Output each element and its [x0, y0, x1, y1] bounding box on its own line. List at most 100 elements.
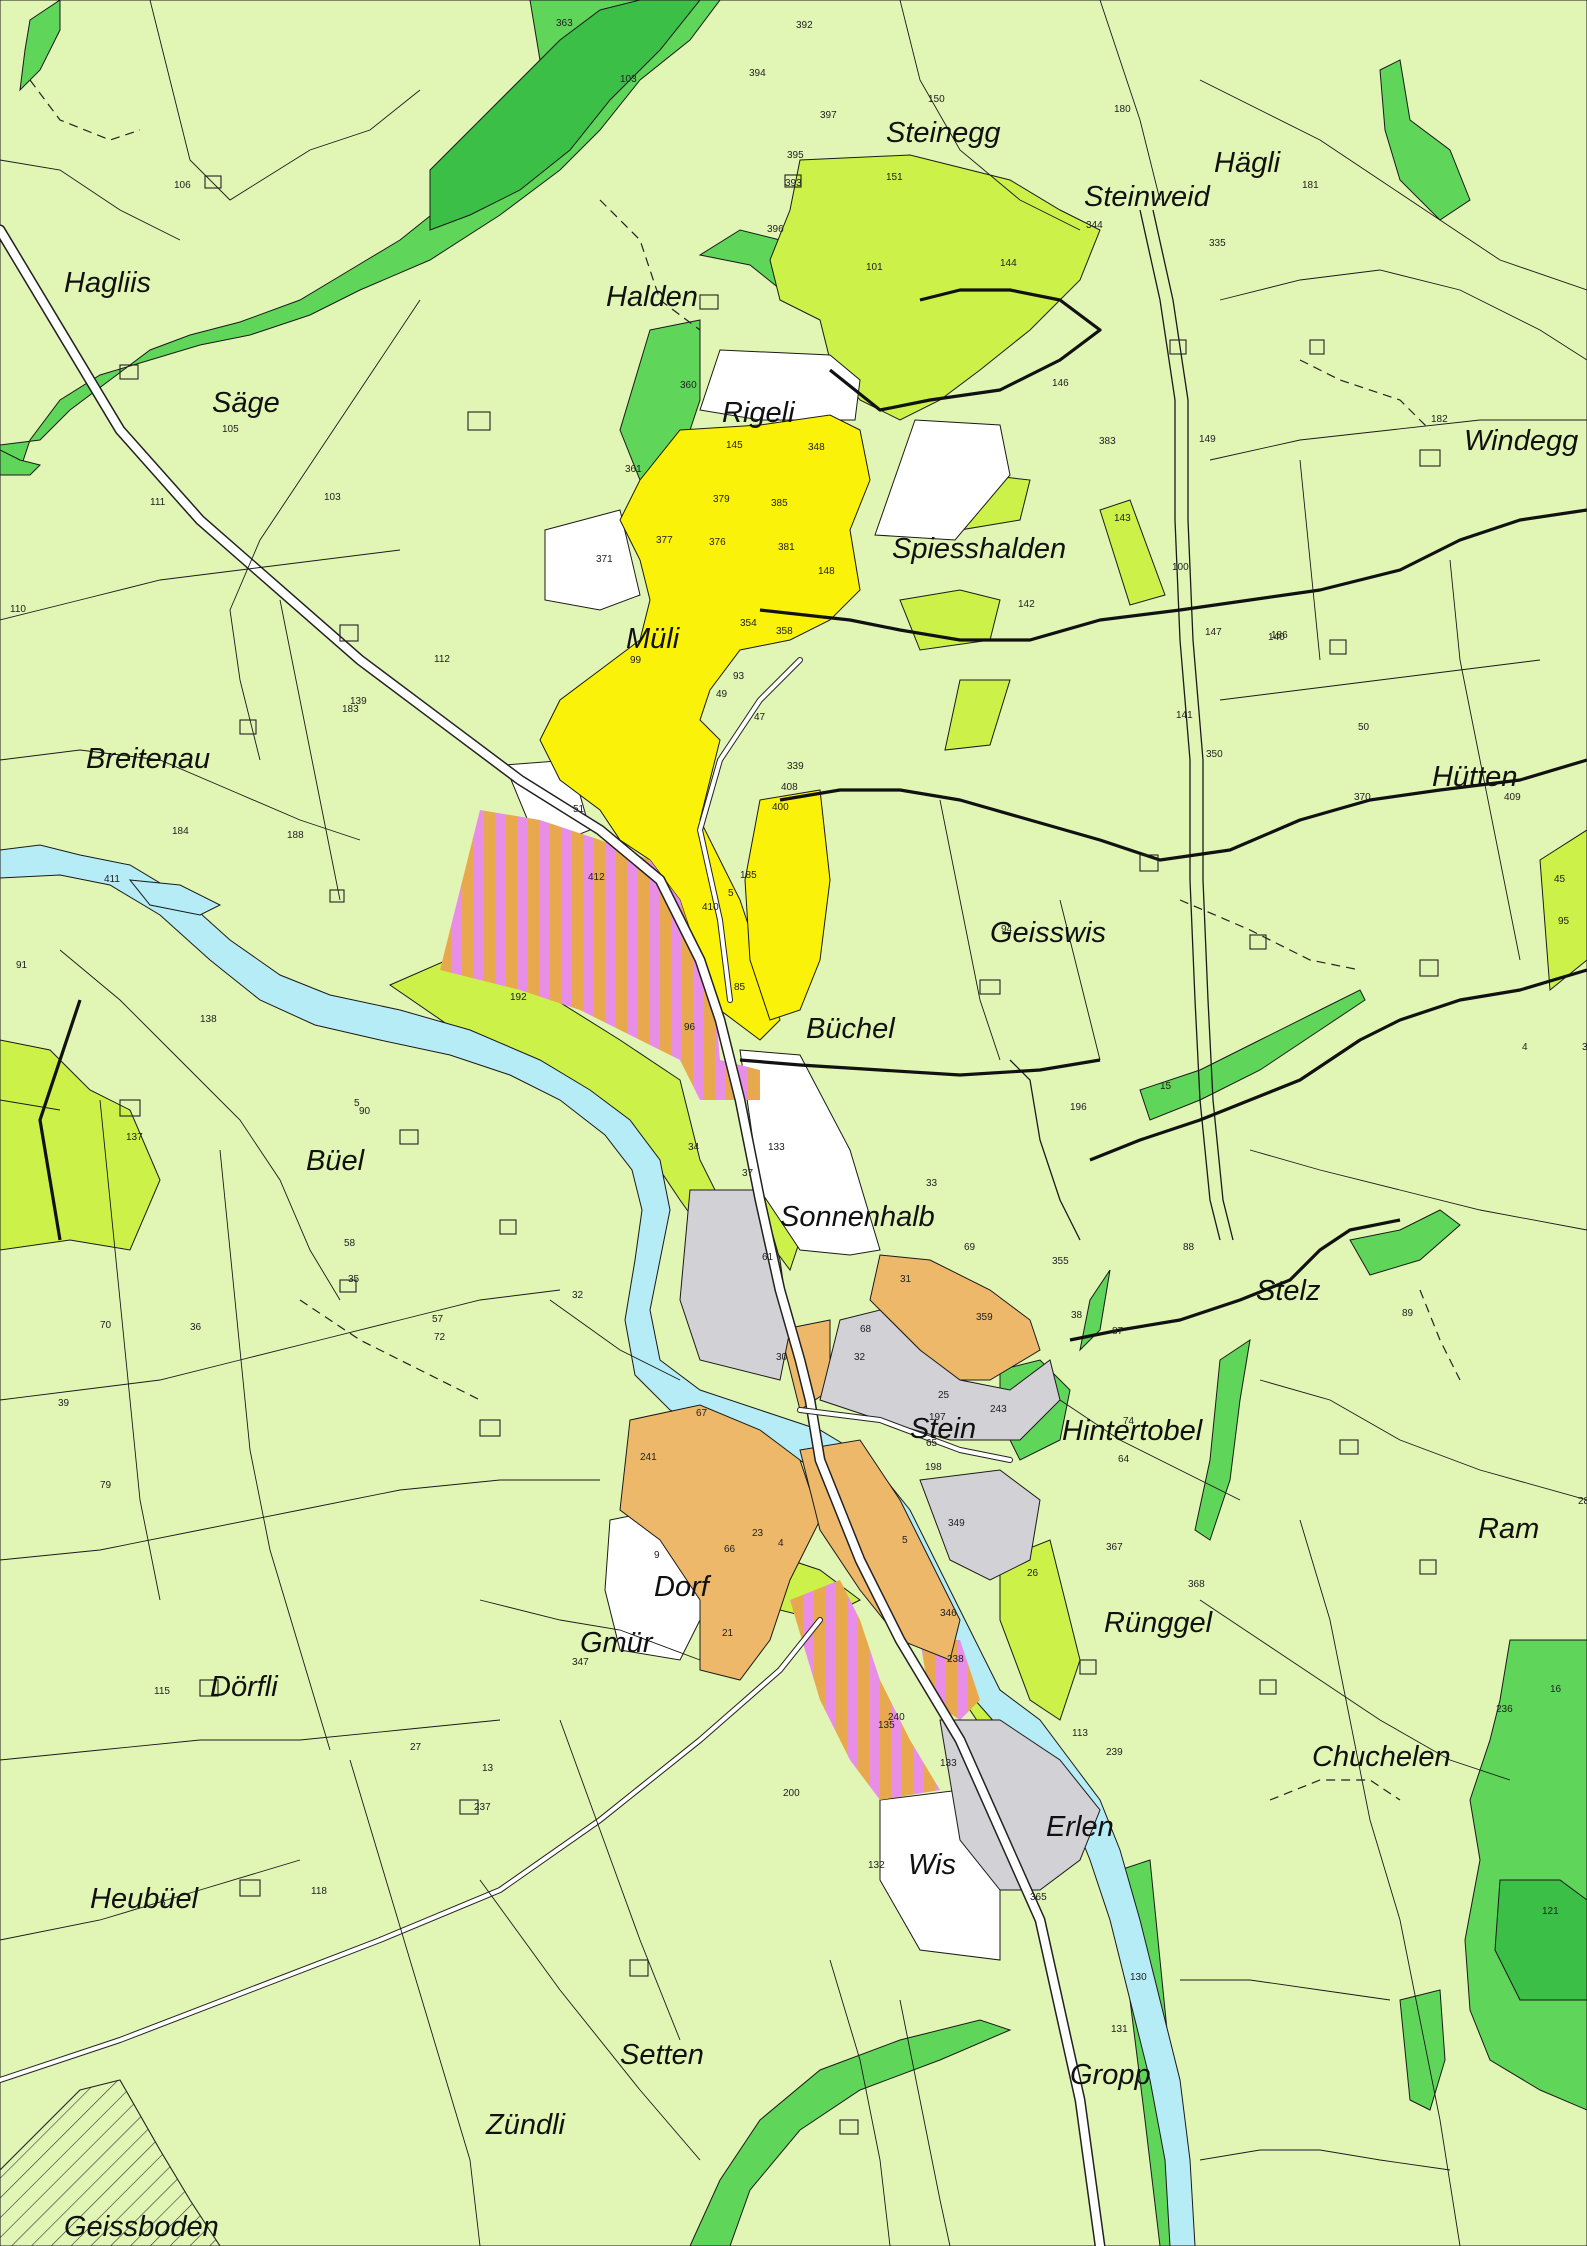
residential-zone: [744, 789, 831, 1021]
parcel-number: 350: [1206, 749, 1223, 760]
place-label: Säge: [212, 387, 280, 419]
parcel-number: 65: [926, 1438, 938, 1449]
parcel-number: 85: [734, 982, 746, 993]
parcel-number: 32: [854, 1352, 866, 1363]
parcel-number: 133: [768, 1142, 785, 1153]
place-labels: Hagliis Säge Halden Steinegg Steinweid H…: [64, 117, 1578, 2243]
river: [0, 844, 1196, 2246]
parcel-number: 363: [556, 18, 573, 29]
parcel-number: 377: [656, 535, 673, 546]
meadow-zone: [999, 1539, 1081, 1721]
parcel-number: 151: [886, 172, 903, 183]
parcel-number: 139: [350, 696, 367, 707]
parcel-number: 5: [354, 1098, 360, 1109]
place-label: Rünggel: [1104, 1607, 1214, 1639]
parcel-number: 32: [572, 1290, 584, 1301]
parcel-number: 370: [1354, 792, 1371, 803]
parcel-number: 9: [654, 1550, 660, 1561]
parcel-number: 100: [1172, 562, 1189, 573]
parcel-number: 79: [100, 1480, 112, 1491]
mixed-zone-north: [440, 810, 760, 1100]
parcel-number: 94: [1001, 924, 1013, 935]
municipal-boundary: [739, 1058, 1101, 1077]
place-label: Heubüel: [90, 1883, 200, 1915]
parcel-number: 243: [990, 1404, 1007, 1415]
forest-zone: [1399, 1989, 1446, 2111]
parcel-number: 192: [510, 992, 527, 1003]
forest-zone: [1494, 1879, 1587, 2001]
parcel-number: 148: [818, 566, 835, 577]
parcel-number: 67: [696, 1408, 708, 1419]
parcel-number: 115: [154, 1686, 170, 1697]
forest-zone: [1139, 989, 1366, 1121]
place-label: Erlen: [1046, 1811, 1114, 1843]
parcel-number: 141: [1176, 710, 1193, 721]
hatched-area: [0, 2079, 221, 2246]
parcel-number: 38: [1071, 1310, 1083, 1321]
place-label: Breitenau: [86, 743, 210, 775]
parcel-number: 360: [680, 380, 697, 391]
place-label: Zündli: [485, 2109, 567, 2141]
parcel-number: 106: [174, 180, 191, 191]
parcel-number: 361: [625, 464, 642, 475]
parcel-number: 359: [976, 1312, 993, 1323]
parcel-number: 49: [716, 689, 728, 700]
parcel-number: 200: [783, 1788, 800, 1799]
public-zone: [939, 1719, 1101, 1891]
place-label: Müli: [626, 623, 681, 655]
parcel-number: 371: [596, 554, 613, 565]
parcel-number: 45: [1554, 874, 1566, 885]
public-zone: [919, 1469, 1041, 1581]
parcel-number: 181: [1302, 180, 1319, 191]
parcel-number: 95: [1558, 916, 1570, 927]
parcel-number: 5: [728, 888, 734, 899]
parcel-number: 13: [482, 1763, 494, 1774]
parcel-number: 4: [778, 1538, 784, 1549]
parcel-number: 409: [1504, 792, 1521, 803]
undeveloped-zone: [739, 1049, 881, 1256]
access-road: [1152, 209, 1234, 1241]
place-label: Dörfli: [210, 1671, 279, 1703]
parcel-number: 93: [733, 671, 745, 682]
meadow-zone: [944, 679, 1011, 751]
place-label: Ram: [1478, 1513, 1539, 1545]
undeveloped-zone: [699, 349, 861, 421]
parcel-number: 142: [1018, 599, 1035, 610]
parcel-number: 5: [902, 1535, 908, 1546]
parcel-number: 74: [1123, 1416, 1135, 1427]
parcel-number: 36: [190, 1322, 202, 1333]
parcel-number: 112: [434, 654, 450, 665]
parcel-number: 28: [1578, 1496, 1587, 1507]
parcel-number: 395: [787, 150, 804, 161]
parcel-number: 72: [434, 1332, 446, 1343]
parcel-number: 408: [781, 782, 798, 793]
parcel-number: 21: [722, 1628, 734, 1639]
forest-zone: [1349, 1209, 1461, 1276]
parcel-number: 196: [1070, 1102, 1087, 1113]
undeveloped-zone: [874, 419, 1011, 541]
parcel-number: 47: [754, 712, 766, 723]
forest-zone: [0, 449, 41, 476]
parcel-number: 145: [726, 440, 743, 451]
parcel-number: 349: [948, 1518, 965, 1529]
place-label: Stein: [910, 1413, 976, 1445]
parcel-number: 410: [702, 902, 719, 913]
parcel-number: 184: [172, 826, 189, 837]
place-label: Hägli: [1214, 147, 1282, 179]
parcel-number: 99: [630, 655, 642, 666]
meadow-zone: [1539, 829, 1587, 991]
parcel-number: 4: [1522, 1042, 1528, 1053]
parcel-number: 354: [740, 618, 757, 629]
parcel-number: 110: [10, 604, 26, 615]
place-label: Gropp: [1070, 2059, 1151, 2091]
core-zone: [799, 1439, 961, 1661]
parcel-number: 88: [1183, 1242, 1195, 1253]
parcel-number: 239: [1106, 1747, 1123, 1758]
parcel-number: 379: [713, 494, 730, 505]
core-zone: [619, 1404, 821, 1681]
parcel-number: 144: [1000, 258, 1017, 269]
parcel-number: 103: [620, 74, 637, 85]
parcel-number: 238: [947, 1654, 964, 1665]
